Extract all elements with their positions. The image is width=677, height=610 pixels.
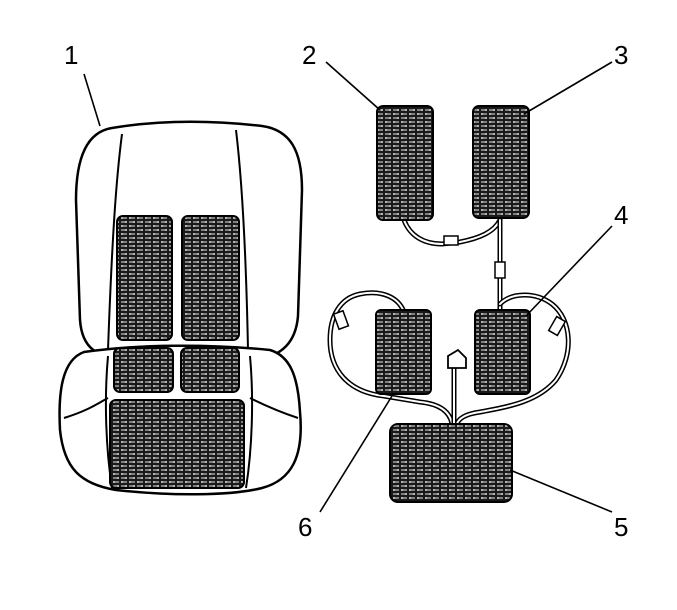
heater-pad-2 [376, 105, 434, 221]
seat-assembly [58, 120, 304, 496]
seat-back-right-seam [235, 129, 249, 351]
callout-5: 5 [614, 512, 629, 542]
callout-3: 3 [614, 40, 629, 70]
callout-4: 4 [614, 200, 629, 230]
heater-pad-3 [472, 105, 530, 219]
callout-6: 6 [298, 512, 313, 542]
leader-4 [525, 225, 613, 317]
leader-5 [509, 469, 613, 513]
heater-wiring [327, 217, 571, 429]
heater-pad-5 [389, 423, 513, 503]
leader-2 [325, 61, 381, 111]
heater-pad-6 [375, 309, 432, 395]
leader-lines [83, 61, 613, 513]
seat-back-left-seam [107, 133, 123, 351]
heater-pad-4 [474, 309, 531, 395]
callout-1: 1 [64, 40, 79, 70]
seat-cushion-heater-pad [109, 399, 245, 489]
leader-3 [523, 61, 613, 115]
seat-bolster-right-heater-pad [180, 347, 240, 393]
leader-6 [319, 395, 393, 513]
heater-pad-set [375, 105, 531, 503]
seat-bolster-left-heater-pad [113, 347, 174, 393]
seat-back-right-heater-pad [181, 215, 240, 341]
seat-back-left-heater-pad [116, 215, 173, 341]
callout-2: 2 [302, 40, 317, 70]
leader-1 [83, 73, 101, 127]
